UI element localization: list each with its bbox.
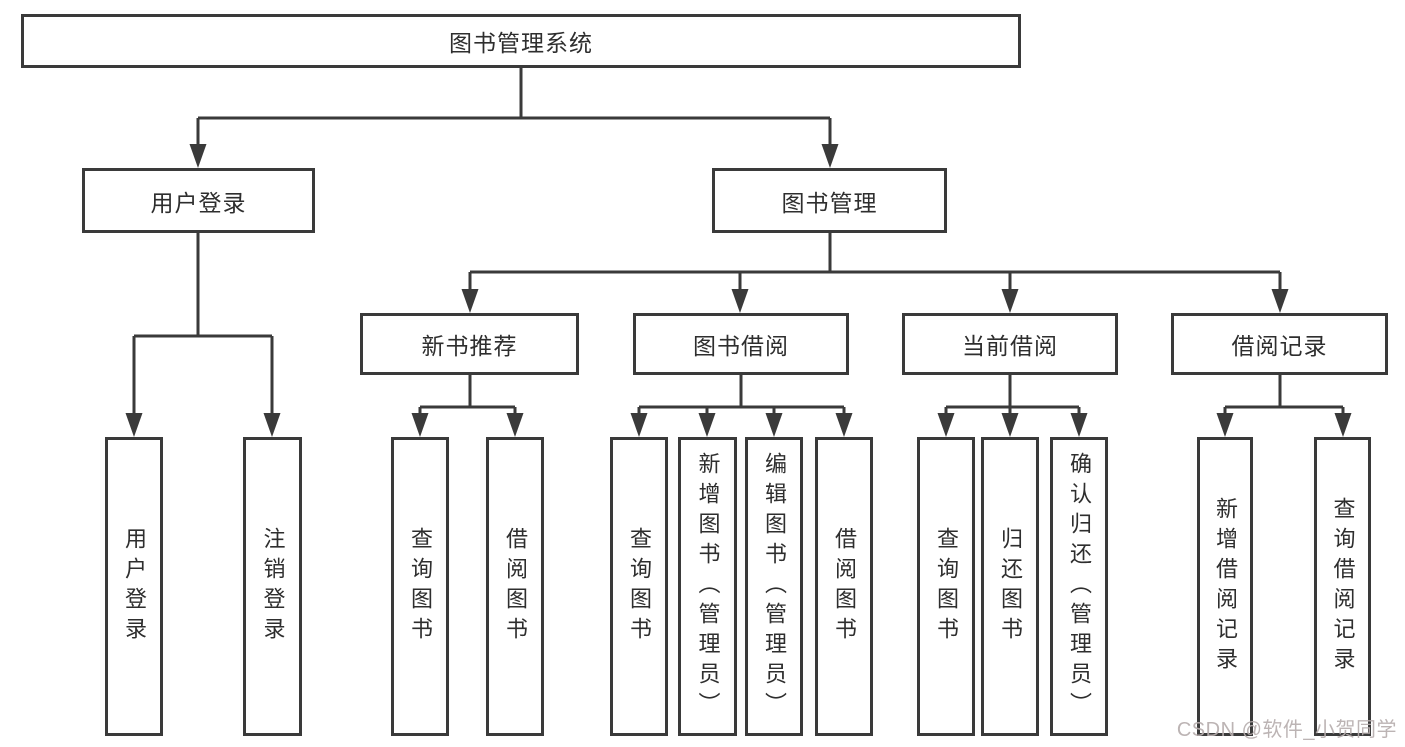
leaf-bb-add-book-admin-label: 新增图书（管理员）: [695, 451, 721, 722]
node-current-borrow-label: 当前借阅: [962, 333, 1058, 359]
leaf-bb-borrow-book: 借阅图书: [815, 437, 873, 736]
leaf-br-query-record-label: 查询借阅记录: [1330, 496, 1356, 677]
leaf-cb-confirm-return-admin: 确认归还（管理员）: [1050, 437, 1108, 736]
leaf-rec-borrow-book: 借阅图书: [486, 437, 544, 736]
leaf-bb-edit-book-admin-label: 编辑图书（管理员）: [762, 451, 787, 722]
node-borrow-record: 借阅记录: [1171, 313, 1388, 375]
node-book-management: 图书管理: [712, 168, 947, 233]
leaf-user-login: 用户登录: [105, 437, 163, 736]
node-root: 图书管理系统: [21, 14, 1021, 68]
leaf-cb-return-book-label: 归还图书: [998, 526, 1023, 647]
leaf-bb-borrow-book-label: 借阅图书: [832, 526, 857, 647]
leaf-rec-borrow-book-label: 借阅图书: [503, 526, 528, 647]
leaf-cb-query-book-label: 查询图书: [934, 526, 959, 647]
leaf-br-add-record: 新增借阅记录: [1197, 437, 1253, 736]
leaf-rec-query-book: 查询图书: [391, 437, 449, 736]
leaf-bb-query-book-label: 查询图书: [627, 526, 652, 647]
leaf-cb-confirm-return-admin-label: 确认归还（管理员）: [1067, 451, 1092, 722]
watermark: CSDN @软件_小贺同学: [1176, 719, 1397, 741]
leaf-bb-add-book-admin: 新增图书（管理员）: [678, 437, 737, 736]
leaf-logout-label: 注销登录: [260, 526, 286, 647]
node-user-login: 用户登录: [82, 168, 315, 233]
leaf-bb-edit-book-admin: 编辑图书（管理员）: [745, 437, 803, 736]
leaf-logout: 注销登录: [243, 437, 302, 736]
leaf-br-add-record-label: 新增借阅记录: [1213, 496, 1238, 677]
node-new-book-recommend: 新书推荐: [360, 313, 579, 375]
leaf-user-login-label: 用户登录: [122, 526, 147, 647]
leaf-rec-query-book-label: 查询图书: [408, 526, 433, 647]
node-book-management-label: 图书管理: [781, 189, 878, 216]
leaf-cb-query-book: 查询图书: [917, 437, 975, 736]
leaf-cb-return-book: 归还图书: [981, 437, 1039, 736]
node-book-borrow-label: 图书借阅: [693, 333, 789, 359]
node-book-borrow: 图书借阅: [633, 313, 849, 375]
leaf-br-query-record: 查询借阅记录: [1314, 437, 1371, 736]
arrowhead-icons: [125, 144, 1352, 437]
node-root-label: 图书管理系统: [449, 30, 593, 56]
node-current-borrow: 当前借阅: [902, 313, 1118, 375]
leaf-bb-query-book: 查询图书: [610, 437, 668, 736]
node-user-login-label: 用户登录: [150, 189, 247, 216]
node-new-book-recommend-label: 新书推荐: [421, 333, 518, 359]
node-borrow-record-label: 借阅记录: [1231, 333, 1328, 359]
